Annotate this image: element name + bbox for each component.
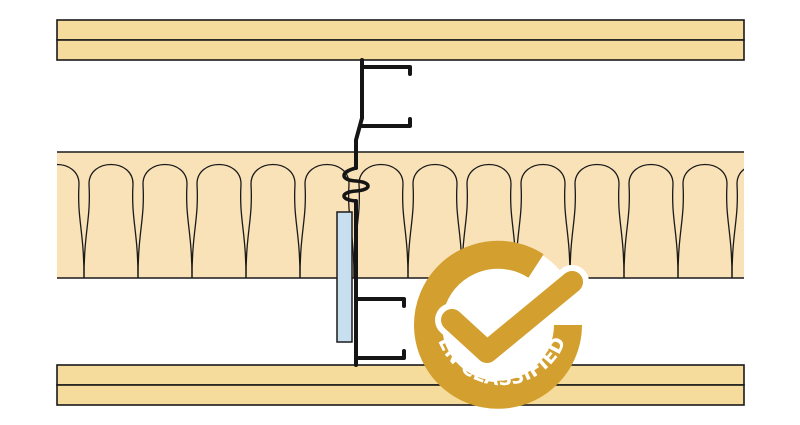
top-board-inner (56, 39, 745, 61)
stud-diagonal (354, 116, 364, 170)
wool-lobe (57, 163, 85, 278)
wool-lobe (677, 163, 733, 278)
wool-lobe (137, 163, 193, 278)
stud-spring-section (342, 166, 370, 203)
bottom-board-assembly (56, 364, 745, 406)
en-classified-badge: EN CLASSIFIED (414, 240, 589, 409)
badge-ring (414, 240, 582, 409)
stud-upper-return (360, 117, 412, 128)
stud-bottom-flange (354, 349, 406, 360)
checkmark-icon-fill (441, 271, 583, 363)
stud-lower-return (354, 297, 406, 308)
top-board-assembly (56, 19, 745, 61)
wool-lobe (569, 163, 625, 278)
wool-lobe (191, 163, 247, 278)
insulation-layer (57, 151, 800, 279)
bottom-board-outer (56, 384, 745, 406)
acoustic-pad (336, 211, 353, 343)
steel-stud-profile (342, 58, 412, 367)
wool-lobe (245, 163, 301, 278)
wool-lobe (83, 163, 139, 278)
wool-lobe (786, 165, 800, 279)
stud-top-flange (360, 58, 412, 76)
wool-lobe (407, 163, 463, 278)
bottom-board-inner (56, 364, 745, 386)
wool-lobe (461, 163, 517, 278)
top-board-outer (56, 19, 745, 41)
insulation-fill (57, 152, 744, 278)
wool-lobe (731, 168, 744, 278)
wool-lobe (623, 163, 679, 278)
wool-lobe (515, 163, 571, 278)
